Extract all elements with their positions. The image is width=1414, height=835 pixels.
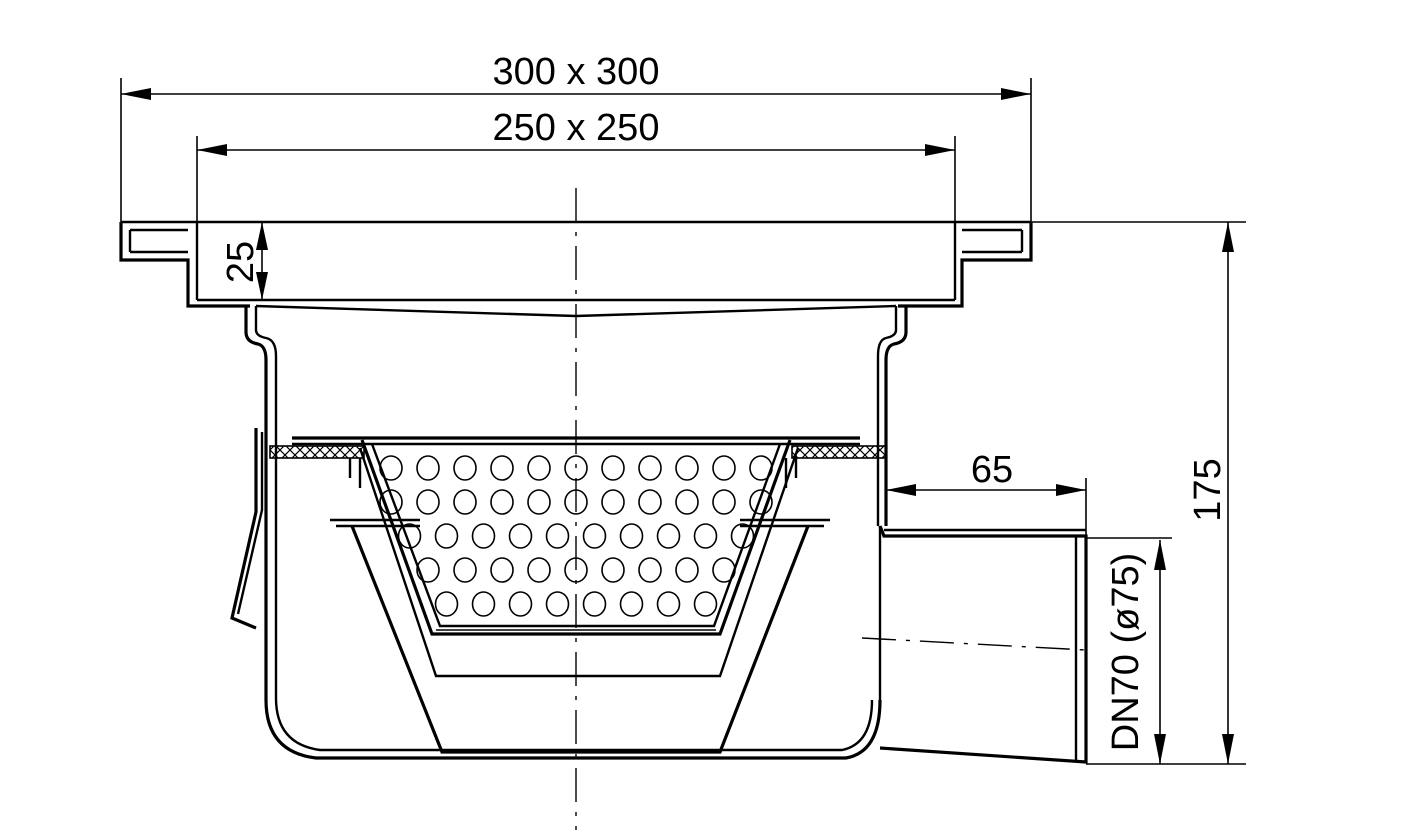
strainer-hole	[379, 489, 403, 515]
strainer-hole	[730, 523, 755, 549]
strainer-hole	[638, 557, 662, 583]
dimension-total-height: 175	[1031, 221, 1246, 765]
strainer-hole	[471, 591, 496, 617]
strainer-hole	[601, 489, 625, 515]
strainer-hole	[490, 557, 514, 583]
strainer-holes	[379, 455, 773, 617]
outlet-offset-label: 65	[971, 449, 1013, 491]
strainer-hole	[527, 489, 551, 515]
strainer-hole	[490, 489, 514, 515]
strainer-hole	[508, 591, 533, 617]
outlet-size-label: DN70 (ø75)	[1105, 553, 1147, 752]
strainer-hole	[675, 455, 699, 481]
odour-trap	[330, 447, 830, 754]
strainer-hole	[434, 523, 459, 549]
outer-width-label: 300 x 300	[493, 51, 660, 93]
strainer-hole	[601, 557, 625, 583]
outlet-pipe	[861, 525, 1088, 764]
strainer-hole	[434, 591, 459, 617]
strainer-hole	[675, 557, 699, 583]
strainer-hole	[564, 489, 588, 515]
strainer-hole	[397, 523, 422, 549]
strainer-hole	[619, 523, 644, 549]
top-frame	[119, 220, 1033, 318]
strainer-hole	[416, 557, 440, 583]
strainer-hole	[453, 557, 477, 583]
strainer-hole	[416, 455, 440, 481]
strainer-hole	[656, 523, 681, 549]
strainer-basket	[360, 439, 792, 636]
strainer-hole	[508, 523, 533, 549]
strainer-hole	[564, 557, 588, 583]
dimension-outer-width: 300 x 300	[120, 51, 1032, 222]
strainer-hole	[619, 591, 644, 617]
strainer-hole	[582, 591, 607, 617]
dimension-inner-width: 250 x 250	[196, 107, 956, 222]
strainer-hole	[379, 455, 403, 481]
strainer-hole	[693, 591, 718, 617]
strainer-hole	[712, 455, 736, 481]
dimension-outlet-offset: 65	[886, 449, 1087, 536]
strainer-hole	[712, 557, 736, 583]
strainer-hole	[453, 455, 477, 481]
strainer-hole	[490, 455, 514, 481]
strainer-hole	[712, 489, 736, 515]
strainer-hole	[527, 557, 551, 583]
strainer-hole	[582, 523, 607, 549]
strainer-hole	[564, 455, 588, 481]
strainer-hole	[638, 455, 662, 481]
sealing-ring	[269, 436, 887, 488]
strainer-hole	[675, 489, 699, 515]
inner-width-label: 250 x 250	[493, 107, 660, 149]
grate-height-label: 25	[220, 241, 262, 283]
strainer-hole	[601, 455, 625, 481]
strainer-hole	[416, 489, 440, 515]
total-height-label: 175	[1187, 458, 1229, 521]
strainer-hole	[693, 523, 718, 549]
dimension-outlet-size: DN70 (ø75)	[1086, 537, 1172, 764]
strainer-hole	[545, 591, 570, 617]
strainer-hole	[656, 591, 681, 617]
strainer-hole	[527, 455, 551, 481]
dimension-grate-height: 25	[220, 222, 268, 300]
strainer-hole	[453, 489, 477, 515]
strainer-hole	[749, 489, 773, 515]
strainer-hole	[545, 523, 570, 549]
strainer-hole	[749, 455, 773, 481]
strainer-hole	[471, 523, 496, 549]
drain-body	[230, 306, 908, 760]
strainer-hole	[638, 489, 662, 515]
